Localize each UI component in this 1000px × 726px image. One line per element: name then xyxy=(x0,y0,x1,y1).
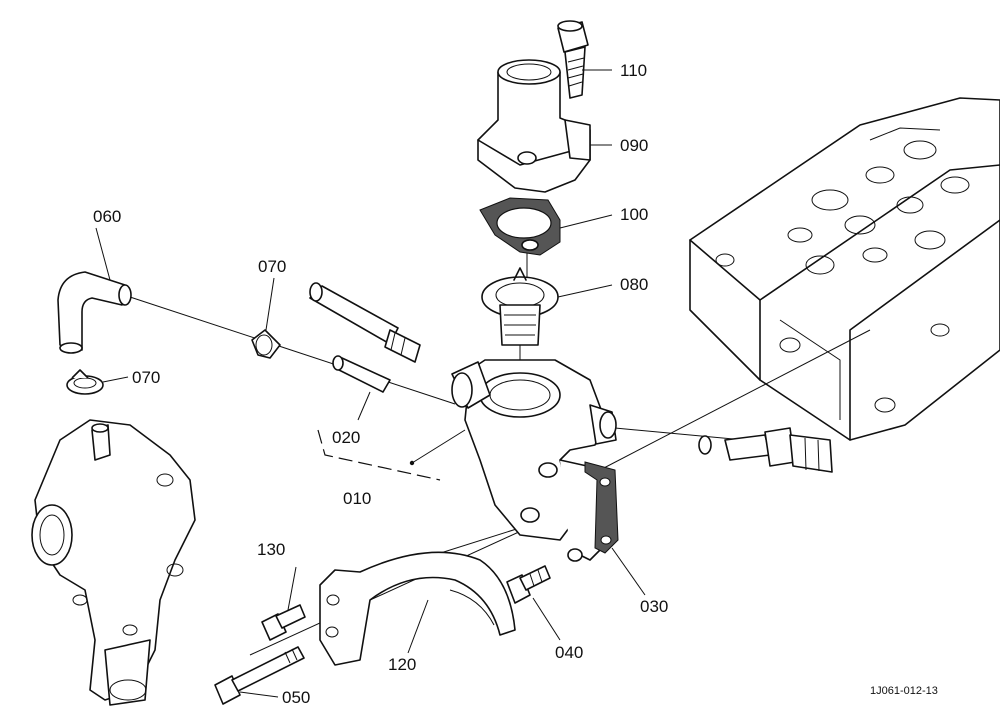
label-050: 050 xyxy=(282,688,310,707)
label-060: 060 xyxy=(93,207,121,226)
part-040-bolt xyxy=(506,565,551,604)
part-070-clamp-upper xyxy=(251,329,281,359)
label-080: 080 xyxy=(620,275,648,294)
label-020: 020 xyxy=(332,428,360,447)
part-060-hose xyxy=(57,271,132,354)
label-070-upper: 070 xyxy=(258,257,286,276)
drawing-code: 1J061-012-13 xyxy=(870,685,938,697)
part-120-bracket xyxy=(319,551,516,666)
part-020-pipe xyxy=(332,355,391,393)
label-130: 130 xyxy=(257,540,285,559)
label-120: 120 xyxy=(388,655,416,674)
label-110: 110 xyxy=(620,61,647,80)
part-010-assembly-bracket xyxy=(317,429,466,481)
part-labels: 110 090 100 080 060 070 070 020 010 130 … xyxy=(93,61,938,707)
part-050-bolt xyxy=(214,646,305,705)
part-070-clamp-lower xyxy=(66,369,104,395)
part-080-thermostat xyxy=(481,267,559,346)
label-090: 090 xyxy=(620,136,648,155)
label-030: 030 xyxy=(640,597,668,616)
label-040: 040 xyxy=(555,643,583,662)
water-pump xyxy=(31,419,196,706)
label-070-lower: 070 xyxy=(132,368,160,387)
part-030-gasket xyxy=(584,461,619,554)
part-100-gasket xyxy=(479,197,561,256)
part-130-bolt xyxy=(261,604,306,641)
part-090-thermostat-cover xyxy=(477,59,591,193)
bypass-pipe xyxy=(309,282,421,363)
label-100: 100 xyxy=(620,205,648,224)
temperature-sensor xyxy=(698,427,833,473)
label-010: 010 xyxy=(343,489,371,508)
label-leaders xyxy=(95,69,646,698)
part-110-bolt xyxy=(557,20,589,99)
cylinder-head xyxy=(689,97,1000,441)
thermostat-housing xyxy=(451,359,617,562)
